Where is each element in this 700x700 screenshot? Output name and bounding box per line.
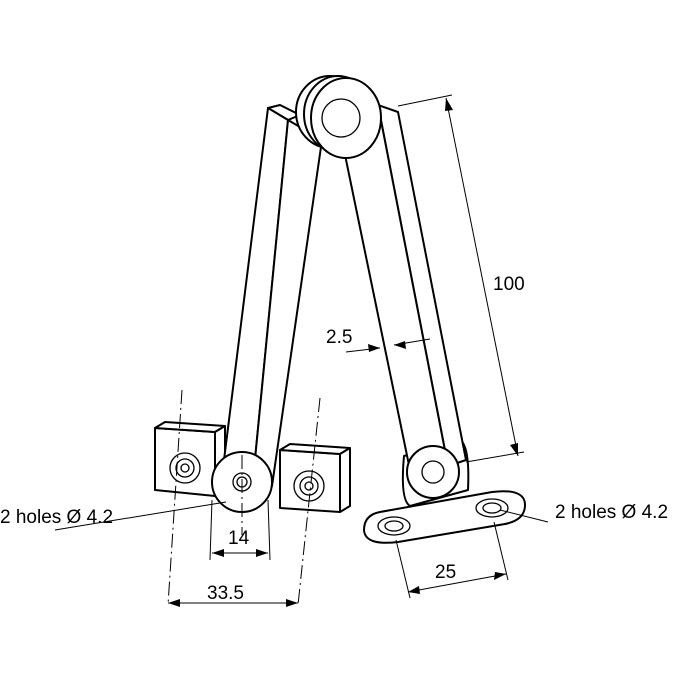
dimension-2-5 [345, 338, 431, 353]
left-bracket-hole-left [169, 452, 201, 484]
dimension-25 [395, 521, 509, 599]
dim-label-100: 100 [493, 274, 525, 295]
dimension-100 [397, 94, 525, 463]
hole-note-right: 2 holes Ø 4.2 [555, 502, 668, 523]
center-line-right-hole [297, 397, 321, 606]
dim-label-2-5: 2.5 [326, 327, 352, 348]
leader-line-right-holes [499, 509, 549, 523]
hole-note-left: 2 holes Ø 4.2 [0, 507, 113, 528]
dimension-33-5 [168, 599, 298, 607]
center-line-left-hole [167, 389, 183, 606]
leader-line-left-holes [54, 501, 227, 531]
pivot-roller [295, 75, 382, 159]
dim-label-25: 25 [435, 562, 456, 583]
dim-label-33-5: 33.5 [207, 583, 244, 604]
dimension-14 [209, 499, 271, 561]
right-arm [343, 104, 467, 499]
dim-label-14: 14 [228, 528, 250, 549]
